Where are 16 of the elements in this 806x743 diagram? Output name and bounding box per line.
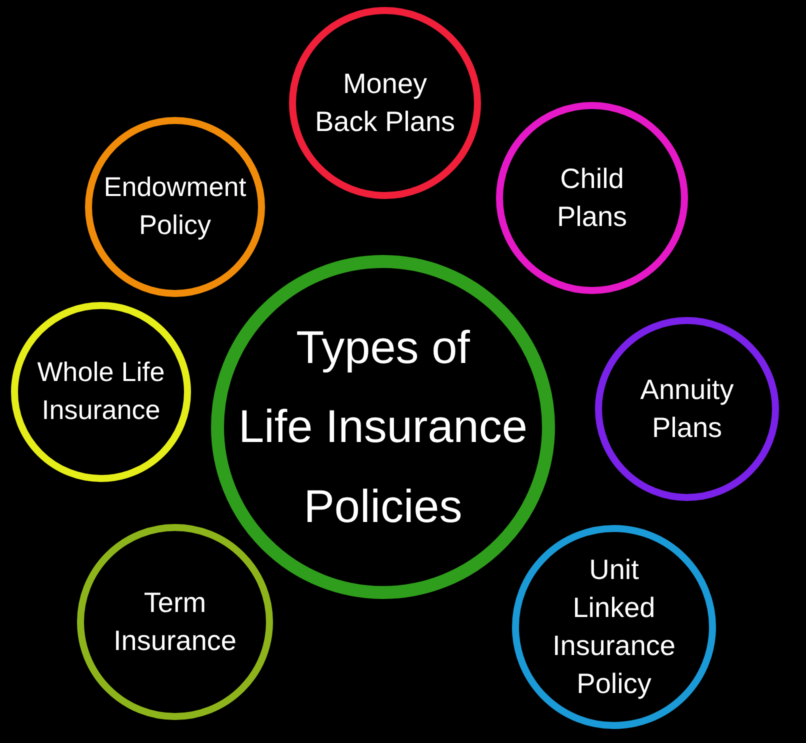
topic-circle <box>11 302 191 482</box>
topic-circle <box>289 7 481 199</box>
topic-circle <box>77 524 273 720</box>
central-title: Types of Life Insurance Policies <box>238 320 528 534</box>
topic-label: Whole Life Insurance <box>37 356 165 427</box>
topic-label: Unit Linked Insurance Policy <box>552 552 676 702</box>
topic-label: Child Plans <box>556 162 628 234</box>
topic-circle <box>85 117 265 297</box>
topic-label: Endowment Policy <box>104 171 246 242</box>
topic-label: Term Insurance <box>114 586 236 658</box>
central-circle <box>211 255 555 599</box>
topic-label: Money Back Plans <box>314 66 456 139</box>
topic-circle <box>512 525 716 729</box>
topic-circle <box>595 317 779 501</box>
topic-label: Annuity Plans <box>640 372 734 445</box>
topic-circle <box>496 102 688 294</box>
